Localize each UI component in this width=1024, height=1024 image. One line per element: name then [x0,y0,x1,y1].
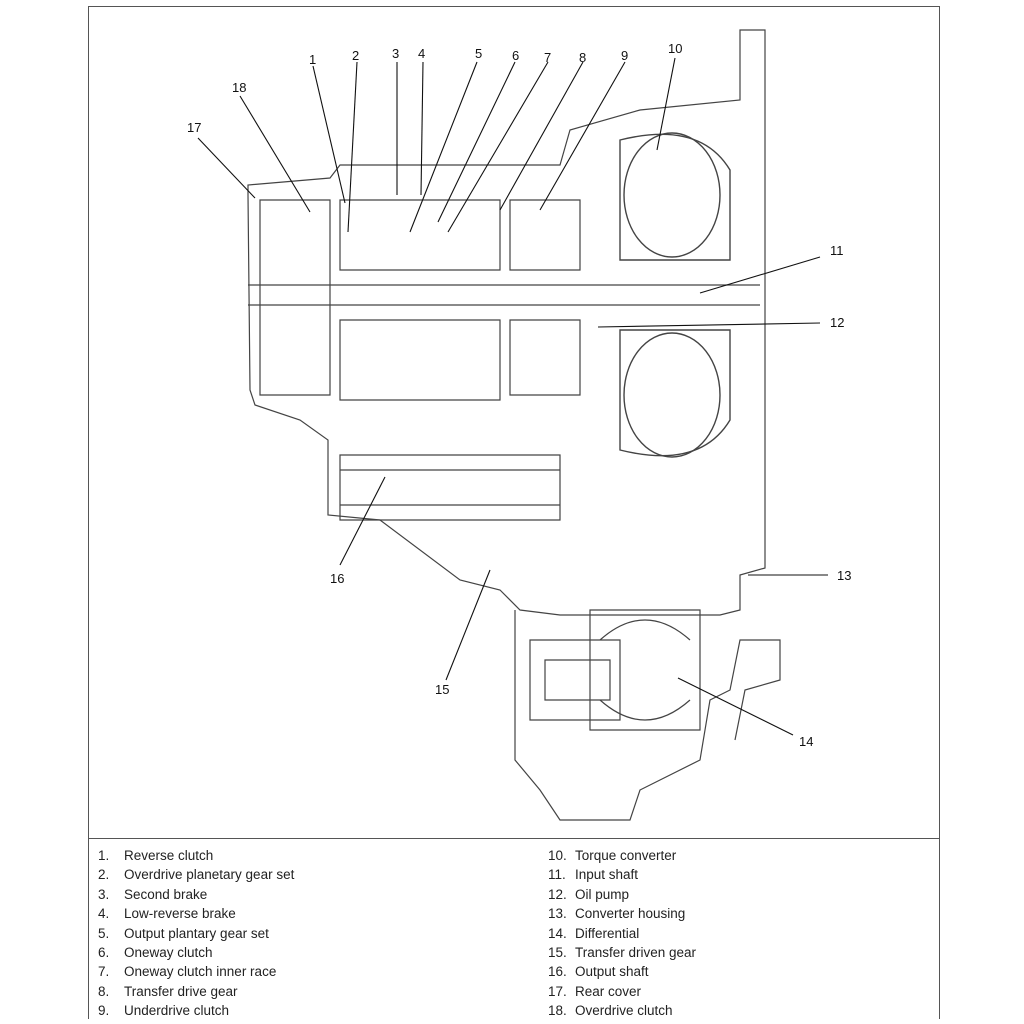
legend-item: 1. Reverse clutch [98,846,518,865]
legend-number: 15. [548,945,567,961]
legend-item: 17. Rear cover [548,982,928,1001]
callout-16: 16 [330,571,344,586]
callout-11: 11 [830,243,844,258]
callout-15: 15 [435,682,449,697]
legend-item: 16. Output shaft [548,962,928,981]
transaxle-cross-section: 1 2 3 4 5 6 7 8 9 10 11 12 13 14 15 16 1… [187,29,851,821]
legend-number: 2. [98,867,110,883]
legend-left-column: 1. Reverse clutch 2. Overdrive planetary g… [98,846,518,1021]
legend-label: Underdrive clutch [124,1003,230,1019]
legend-item: 6. Oneway clutch [98,943,518,962]
legend-label: Output plantary gear set [124,925,269,941]
legend-item: 9. Underdrive clutch [98,1001,518,1020]
legend-label: Oneway clutch [124,945,213,961]
callout-13: 13 [837,568,851,583]
legend-item: 13. Converter housing [548,904,928,923]
callout-5: 5 [475,46,482,61]
legend-label: Oneway clutch inner race [124,964,277,980]
legend-number: 12. [548,886,567,902]
legend-number: 16. [548,964,567,980]
legend-label: Overdrive planetary gear set [124,867,295,883]
legend-item: 15. Transfer driven gear [548,943,928,962]
legend-number: 13. [548,906,567,922]
callout-2: 2 [352,48,359,63]
legend-label: Rear cover [575,983,642,999]
legend-number: 17. [548,983,567,999]
legend-divider [88,838,939,839]
housing-outline [247,29,781,821]
legend-label: Transfer drive gear [124,983,238,999]
legend-label: Reverse clutch [124,848,214,863]
legend-number: 3. [98,886,110,902]
figure-frame [88,6,940,1019]
callout-labels: 1 2 3 4 5 6 7 8 9 10 11 12 13 14 15 16 1… [187,41,851,749]
legend-label: Second brake [124,886,208,902]
callout-17: 17 [187,120,201,135]
legend-label: Input shaft [575,867,639,883]
legend-label: Converter housing [575,906,686,922]
callout-3: 3 [392,46,399,61]
callout-10: 10 [668,41,682,56]
legend-item: 11. Input shaft [548,865,928,884]
legend-item: 12. Oil pump [548,885,928,904]
legend-number: 4. [98,906,110,922]
legend-item: 7. Oneway clutch inner race [98,962,518,981]
legend-item: 4. Low-reverse brake [98,904,518,923]
differential-shape [589,609,701,731]
legend-item: 2. Overdrive planetary gear set [98,865,518,884]
legend-label: Transfer driven gear [575,945,697,961]
callout-8: 8 [579,50,586,65]
legend-item: 5. Output plantary gear set [98,924,518,943]
leader-lines [197,57,828,736]
legend-item: 14. Differential [548,924,928,943]
legend-item: 8. Transfer drive gear [98,982,518,1001]
callout-6: 6 [512,48,519,63]
legend-item: 10. Torque converter [548,846,928,865]
legend-item: 3. Second brake [98,885,518,904]
legend-number: 7. [98,964,110,980]
legend-number: 10. [548,848,567,863]
callout-1: 1 [309,52,316,67]
legend-label: Output shaft [575,964,649,980]
callout-9: 9 [621,48,628,63]
legend-number: 6. [98,945,110,961]
legend-label: Oil pump [575,886,630,902]
legend-item: 18. Overdrive clutch [548,1001,928,1020]
legend-number: 5. [98,925,110,941]
callout-7: 7 [544,50,551,65]
torque-converter-shape [619,132,731,458]
callout-4: 4 [418,46,425,61]
legend-label: Torque converter [575,848,677,863]
callout-12: 12 [830,315,844,330]
legend-number: 14. [548,925,567,941]
legend-number: 9. [98,1003,110,1019]
legend-number: 11. [548,867,566,883]
legend-label: Low-reverse brake [124,906,236,922]
legend-label: Overdrive clutch [575,1003,673,1019]
callout-14: 14 [799,734,813,749]
legend-number: 1. [98,848,110,863]
legend-label: Differential [575,925,640,941]
legend-number: 8. [98,983,110,999]
callout-18: 18 [232,80,246,95]
legend-number: 18. [548,1003,567,1019]
legend-right-column: 10. Torque converter 11. Input shaft 12. Oi… [548,846,928,1021]
